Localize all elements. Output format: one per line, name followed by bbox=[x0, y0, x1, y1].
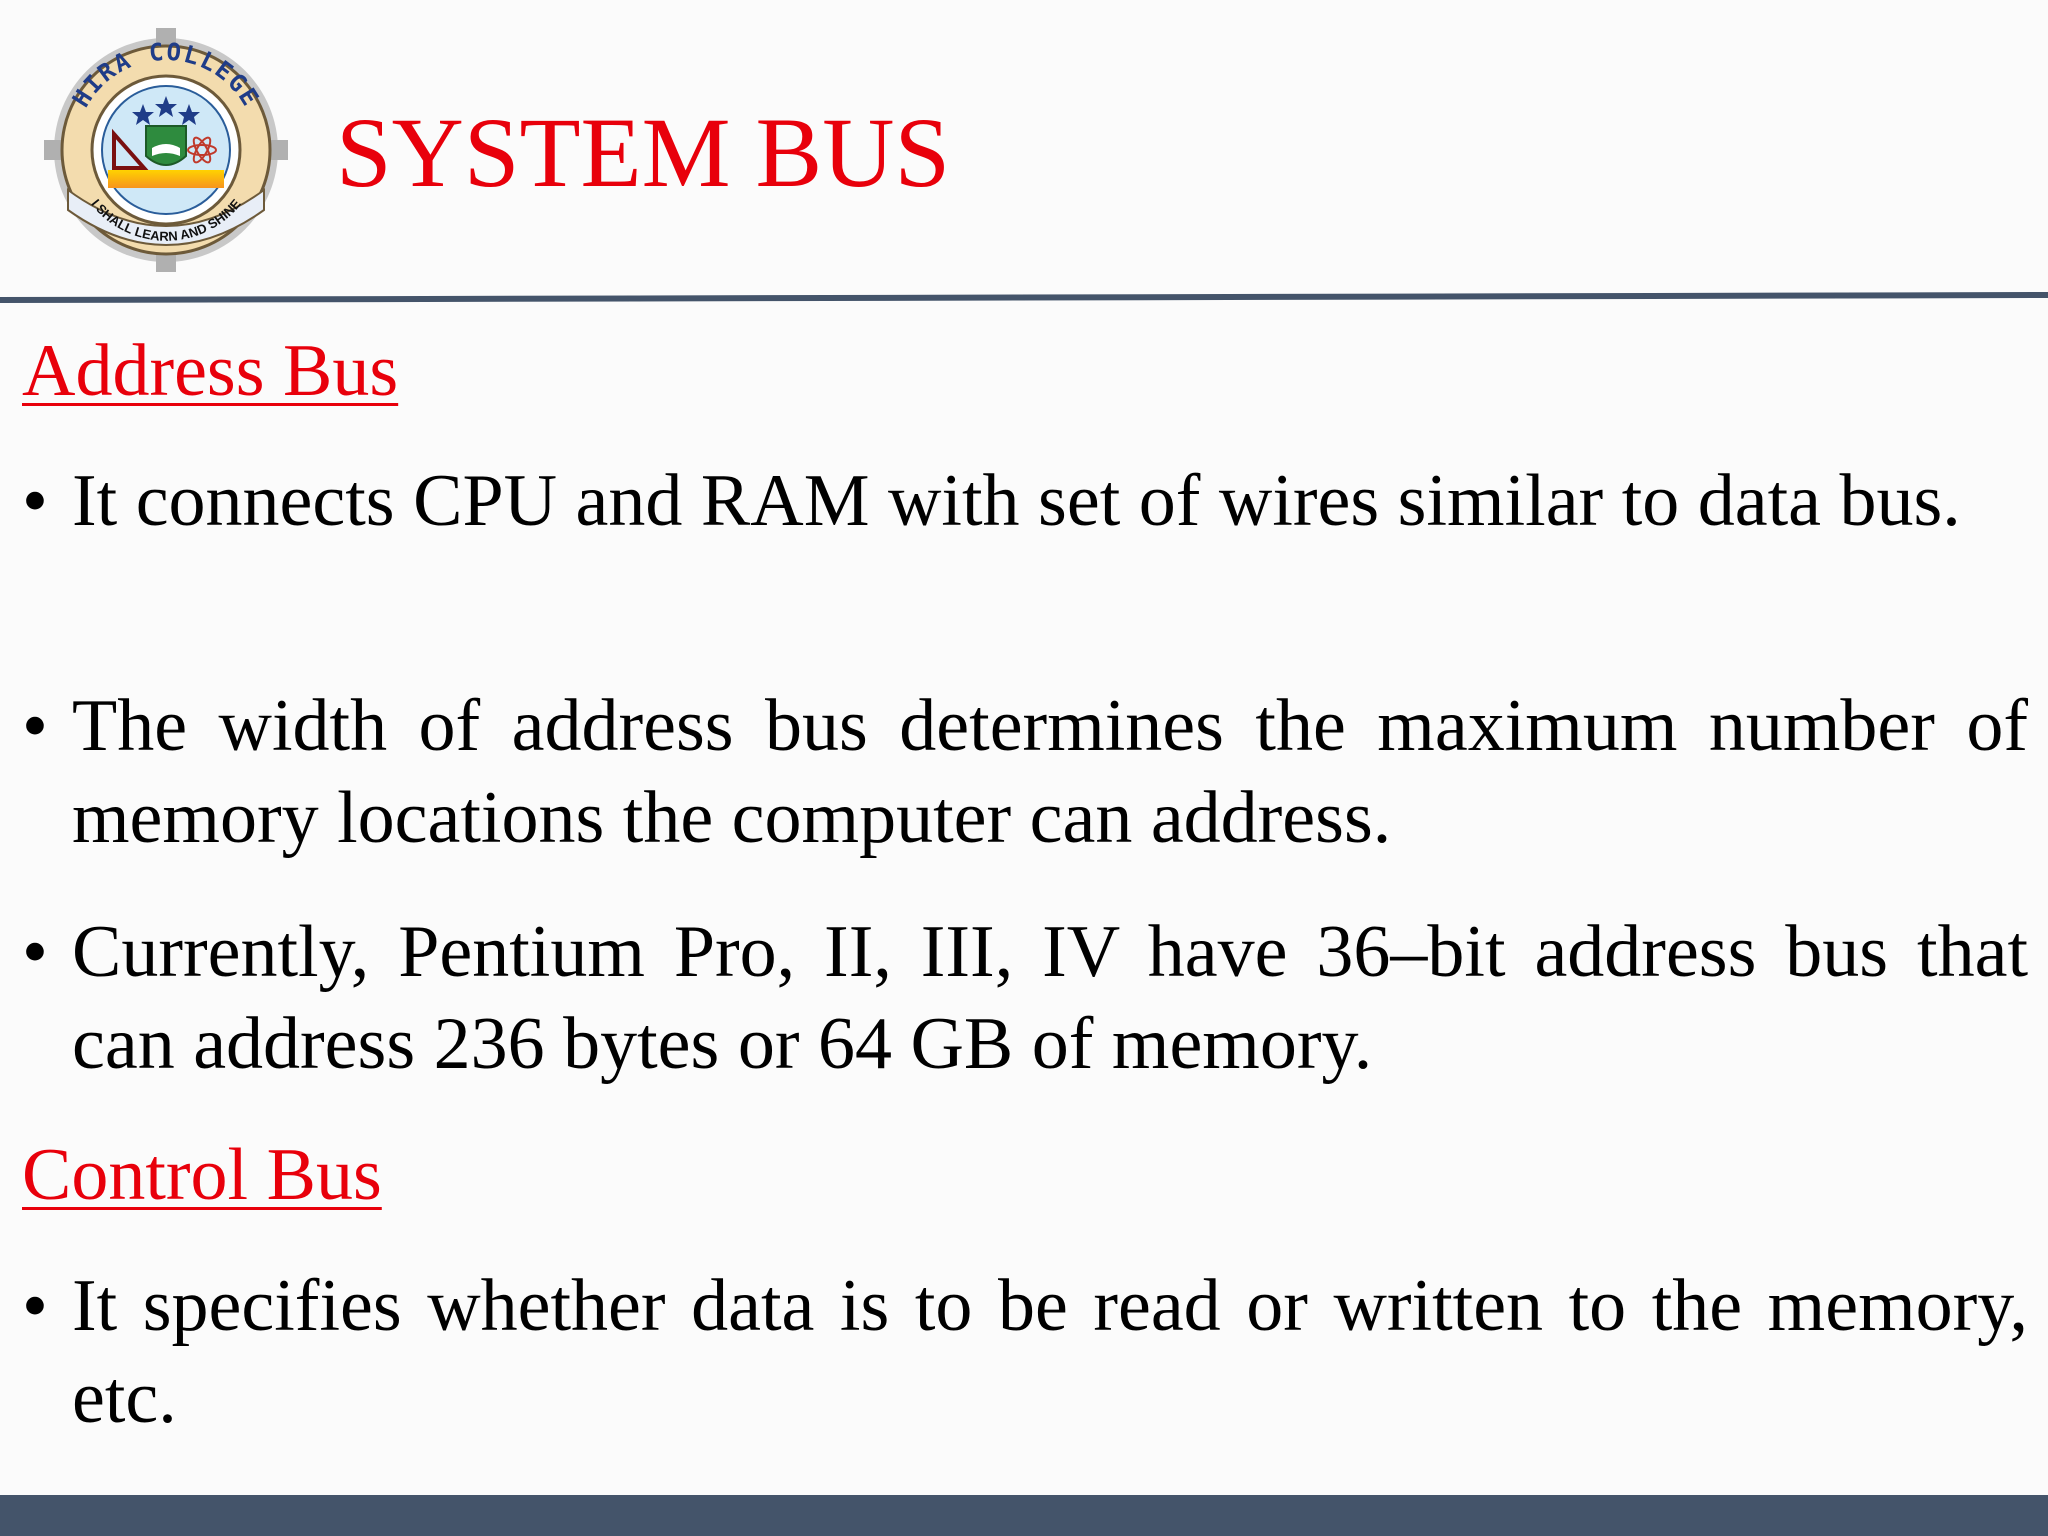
set-square-icon bbox=[112, 128, 149, 170]
bullet-marker: • bbox=[22, 1265, 48, 1347]
college-logo: HIRA COLLEGE I SHALL LEARN AND SHINE bbox=[44, 28, 288, 272]
section-heading-control-bus: Control Bus bbox=[22, 1134, 382, 1216]
bullet-text: Currently, Pentium Pro, II, III, IV have… bbox=[72, 911, 2028, 1085]
bullet-marker: • bbox=[22, 685, 48, 767]
section-heading-address-bus: Address Bus bbox=[22, 330, 399, 412]
header-divider bbox=[0, 292, 2048, 303]
list-item: • The width of address bus determines th… bbox=[22, 680, 2028, 864]
footer-bar bbox=[0, 1495, 2048, 1536]
list-item: • Currently, Pentium Pro, II, III, IV ha… bbox=[22, 906, 2028, 1090]
list-item: • It specifies whether data is to be rea… bbox=[22, 1260, 2028, 1444]
bullet-text: The width of address bus determines the … bbox=[72, 685, 2028, 859]
shield-icon bbox=[145, 125, 187, 166]
stars-icon bbox=[132, 96, 200, 125]
page-title: SYSTEM BUS bbox=[336, 97, 951, 208]
list-item: • It connects CPU and RAM with set of wi… bbox=[22, 455, 2028, 547]
bullet-text: It connects CPU and RAM with set of wire… bbox=[72, 460, 1961, 542]
bullet-marker: • bbox=[22, 911, 48, 993]
atom-icon bbox=[187, 136, 217, 164]
bullet-marker: • bbox=[22, 460, 48, 542]
bullet-text: It specifies whether data is to be read … bbox=[72, 1265, 2028, 1439]
